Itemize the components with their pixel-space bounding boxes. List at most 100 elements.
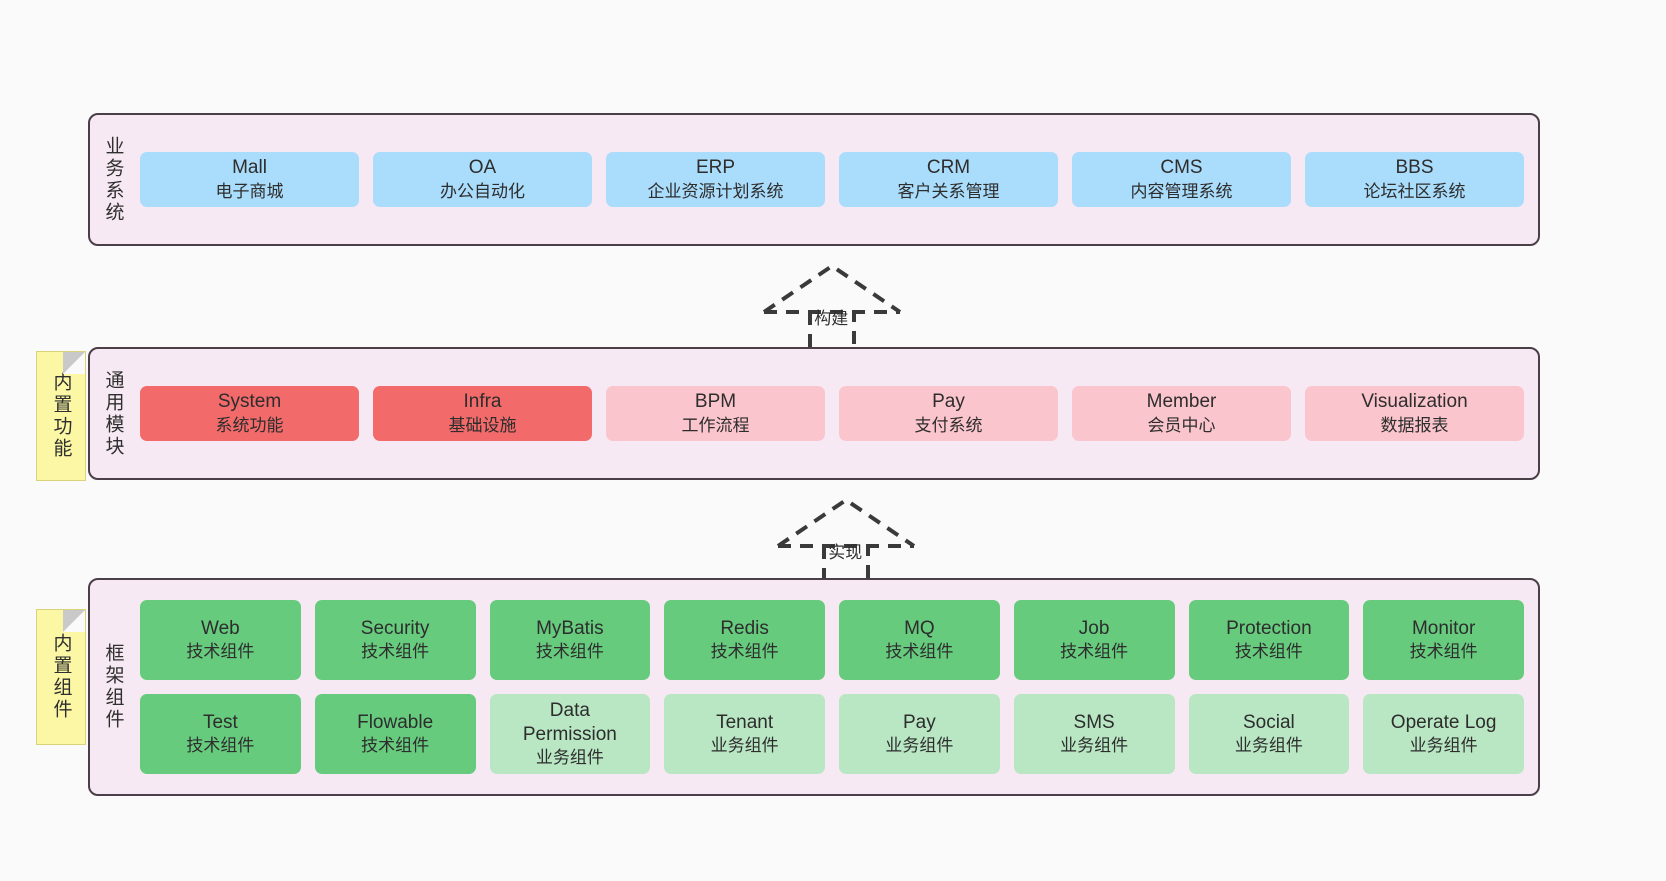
node-crm[interactable]: CRM 客户关系管理 bbox=[839, 152, 1058, 207]
node-title: Flowable bbox=[357, 711, 434, 733]
node-title: Security bbox=[360, 617, 430, 639]
layer-business-system: 业务系统 Mall 电子商城 OA 办公自动化 ERP 企业资源计划系统 CRM… bbox=[88, 113, 1540, 246]
node-title: Tenant bbox=[716, 711, 774, 733]
node-title: Social bbox=[1243, 711, 1295, 733]
node-title: Web bbox=[201, 617, 240, 639]
layer-framework-components-body: Web 技术组件 Security 技术组件 MyBatis 技术组件 Redi… bbox=[136, 580, 1538, 794]
node-sms[interactable]: SMS 业务组件 bbox=[1013, 694, 1175, 774]
node-title: Pay bbox=[932, 391, 965, 413]
node-title: Pay bbox=[903, 711, 936, 733]
sticky-note-text: 内置功能 bbox=[50, 372, 72, 460]
node-mybatis[interactable]: MyBatis 技术组件 bbox=[489, 600, 651, 680]
layer-common-modules-label: 通用模块 bbox=[102, 369, 124, 458]
sticky-note-builtin-components: 内置组件 bbox=[36, 609, 86, 745]
node-test[interactable]: Test 技术组件 bbox=[140, 694, 301, 774]
node-title: Protection bbox=[1226, 617, 1312, 639]
node-system[interactable]: System 系统功能 bbox=[140, 386, 359, 441]
node-subtitle: 技术组件 bbox=[1234, 642, 1303, 662]
node-row: Mall 电子商城 OA 办公自动化 ERP 企业资源计划系统 CRM 客户关系… bbox=[140, 152, 1524, 207]
connector-realize: 实现 bbox=[766, 492, 926, 588]
node-job[interactable]: Job 技术组件 bbox=[1013, 600, 1175, 680]
node-subtitle: 技术组件 bbox=[710, 642, 779, 662]
node-subtitle: 系统功能 bbox=[215, 415, 284, 435]
node-operate-log[interactable]: Operate Log 业务组件 bbox=[1363, 694, 1524, 774]
node-oa[interactable]: OA 办公自动化 bbox=[373, 152, 592, 207]
connector-realize-label: 实现 bbox=[828, 543, 863, 562]
node-title: Infra bbox=[463, 391, 502, 413]
node-cms[interactable]: CMS 内容管理系统 bbox=[1072, 152, 1291, 207]
node-title: Data Permission bbox=[522, 699, 617, 746]
node-title: System bbox=[217, 391, 282, 413]
node-subtitle: 技术组件 bbox=[361, 642, 430, 662]
node-tenant[interactable]: Tenant 业务组件 bbox=[664, 694, 825, 774]
node-data-permission[interactable]: Data Permission 业务组件 bbox=[489, 694, 651, 774]
connector-build-label: 构建 bbox=[814, 309, 849, 328]
node-mq[interactable]: MQ 技术组件 bbox=[839, 600, 1000, 680]
node-subtitle: 内容管理系统 bbox=[1130, 181, 1233, 201]
layer-business-system-label: 业务系统 bbox=[102, 135, 124, 224]
arrow-shaft bbox=[822, 546, 870, 586]
arrow-shaft bbox=[808, 312, 856, 352]
node-infra[interactable]: Infra 基础设施 bbox=[373, 386, 592, 441]
node-subtitle: 业务组件 bbox=[535, 748, 604, 768]
sticky-note-builtin-features: 内置功能 bbox=[36, 351, 86, 481]
node-title: Monitor bbox=[1411, 617, 1476, 639]
node-visualization[interactable]: Visualization 数据报表 bbox=[1305, 386, 1524, 441]
arrow-head-outline bbox=[762, 263, 902, 314]
node-pay-component[interactable]: Pay 业务组件 bbox=[839, 694, 1000, 774]
connector-build: 构建 bbox=[752, 258, 912, 354]
node-pay[interactable]: Pay 支付系统 bbox=[839, 386, 1058, 441]
node-subtitle: 企业资源计划系统 bbox=[647, 181, 784, 201]
node-protection[interactable]: Protection 技术组件 bbox=[1188, 600, 1350, 680]
node-bpm[interactable]: BPM 工作流程 bbox=[606, 386, 825, 441]
node-subtitle: 技术组件 bbox=[186, 736, 255, 756]
node-web[interactable]: Web 技术组件 bbox=[140, 600, 301, 680]
node-title: Operate Log bbox=[1390, 711, 1497, 733]
node-title: BBS bbox=[1395, 157, 1434, 179]
node-title: Test bbox=[202, 711, 238, 733]
node-title: OA bbox=[468, 157, 497, 179]
node-subtitle: 技术组件 bbox=[885, 642, 954, 662]
node-subtitle: 技术组件 bbox=[361, 736, 430, 756]
node-subtitle: 办公自动化 bbox=[440, 181, 525, 201]
node-subtitle: 电子商城 bbox=[215, 181, 284, 201]
node-member[interactable]: Member 会员中心 bbox=[1072, 386, 1291, 441]
node-flowable[interactable]: Flowable 技术组件 bbox=[314, 694, 476, 774]
node-row: Web 技术组件 Security 技术组件 MyBatis 技术组件 Redi… bbox=[140, 600, 1524, 680]
node-subtitle: 业务组件 bbox=[1409, 736, 1478, 756]
node-monitor[interactable]: Monitor 技术组件 bbox=[1363, 600, 1524, 680]
node-erp[interactable]: ERP 企业资源计划系统 bbox=[606, 152, 825, 207]
layer-common-modules: 通用模块 System 系统功能 Infra 基础设施 BPM 工作流程 Pay… bbox=[88, 347, 1540, 480]
node-title: MyBatis bbox=[536, 617, 604, 639]
node-subtitle: 技术组件 bbox=[186, 642, 255, 662]
layer-framework-components-label: 框架组件 bbox=[102, 643, 124, 731]
node-subtitle: 工作流程 bbox=[681, 415, 750, 435]
node-subtitle: 基础设施 bbox=[448, 415, 517, 435]
node-mall[interactable]: Mall 电子商城 bbox=[140, 152, 359, 207]
node-title: SMS bbox=[1073, 711, 1115, 733]
node-title: Visualization bbox=[1361, 391, 1468, 413]
node-subtitle: 业务组件 bbox=[885, 736, 954, 756]
node-title: Member bbox=[1146, 391, 1217, 413]
node-social[interactable]: Social 业务组件 bbox=[1188, 694, 1350, 774]
node-subtitle: 会员中心 bbox=[1147, 415, 1216, 435]
node-row: System 系统功能 Infra 基础设施 BPM 工作流程 Pay 支付系统… bbox=[140, 386, 1524, 441]
node-subtitle: 论坛社区系统 bbox=[1363, 181, 1466, 201]
sticky-note-text: 内置组件 bbox=[50, 633, 72, 721]
node-redis[interactable]: Redis 技术组件 bbox=[664, 600, 825, 680]
node-title: Mall bbox=[232, 157, 267, 179]
node-subtitle: 业务组件 bbox=[1060, 736, 1129, 756]
arrow-head-outline bbox=[776, 497, 916, 548]
node-subtitle: 支付系统 bbox=[914, 415, 983, 435]
node-subtitle: 数据报表 bbox=[1380, 415, 1449, 435]
node-bbs[interactable]: BBS 论坛社区系统 bbox=[1305, 152, 1524, 207]
node-subtitle: 技术组件 bbox=[1060, 642, 1129, 662]
node-title: ERP bbox=[695, 157, 736, 179]
node-title: Job bbox=[1078, 617, 1110, 639]
node-subtitle: 业务组件 bbox=[710, 736, 779, 756]
node-subtitle: 业务组件 bbox=[1234, 736, 1303, 756]
node-security[interactable]: Security 技术组件 bbox=[314, 600, 476, 680]
node-subtitle: 技术组件 bbox=[535, 642, 604, 662]
layer-business-system-body: Mall 电子商城 OA 办公自动化 ERP 企业资源计划系统 CRM 客户关系… bbox=[136, 115, 1538, 244]
